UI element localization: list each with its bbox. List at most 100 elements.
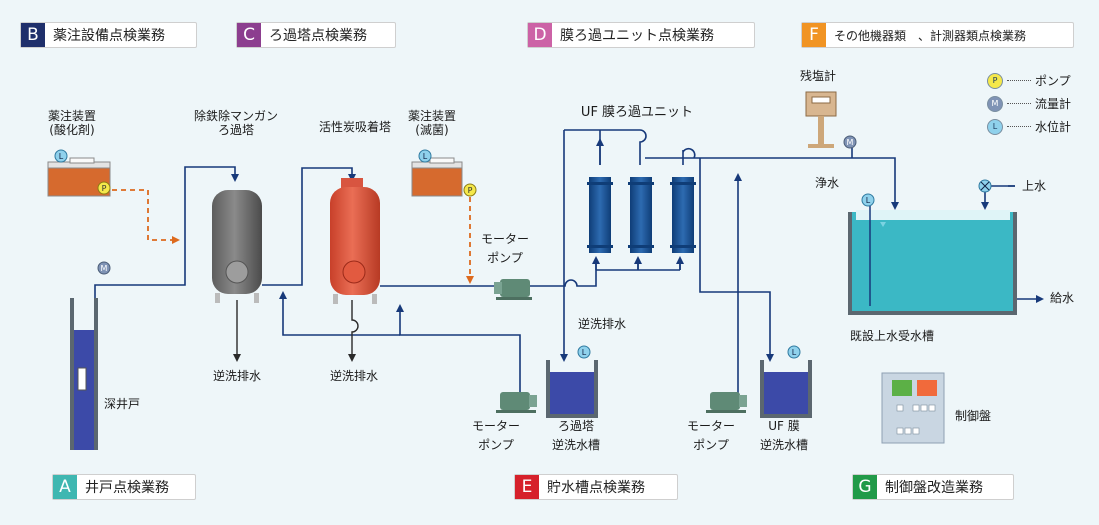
label-motor-pump-top: モーター ポンプ (480, 232, 530, 266)
uf-backwash-tank (760, 360, 812, 418)
tag-b-letter: B (21, 23, 45, 47)
legend-pump-text: ポンプ (1035, 74, 1071, 88)
tag-e-tank-inspection: E 貯水槽点検業務 (514, 474, 678, 500)
tag-b-text: 薬注設備点検業務 (53, 28, 165, 44)
label-iron-mn-filter: 除鉄除マンガン ろ過塔 (193, 109, 279, 137)
tag-e-letter: E (515, 475, 539, 499)
svg-text:L: L (59, 152, 64, 161)
existing-receiving-tank (848, 206, 1017, 315)
legend-pump-icon: P (987, 72, 1003, 89)
svg-text:M: M (847, 138, 854, 147)
svg-text:M: M (101, 264, 108, 273)
legend-levelmeter-text: 水位計 (1035, 120, 1072, 134)
valve-tap-icon (978, 179, 992, 193)
pipe-uf-to-backwash (699, 158, 774, 362)
legend-levelmeter: L 水位計 (987, 118, 1071, 135)
level-sterilizer-icon: L (418, 149, 432, 163)
deep-well (70, 298, 98, 450)
chem-lines (112, 189, 474, 284)
pipe-pump-to-uf (530, 262, 597, 287)
pump-sterilizer-icon: P (463, 183, 477, 197)
svg-text:L: L (582, 348, 587, 357)
tag-f-text: その他機器類 、計測器類点検業務 (834, 28, 1027, 43)
legend-flowmeter: M 流量計 (987, 95, 1071, 112)
legend-pump: P ポンプ (987, 72, 1071, 89)
label-water-supply: 給水 (1050, 291, 1075, 305)
pipe-filter1-to-carbon (262, 167, 356, 286)
tag-f-letter: F (802, 23, 826, 47)
label-clean-water: 浄水 (815, 176, 840, 190)
svg-text:L: L (792, 348, 797, 357)
chem-line-oxidizer (112, 189, 180, 244)
level-tank-icon: L (861, 193, 875, 207)
label-backwash-drain-2: 逆洗排水 (329, 369, 379, 383)
svg-text:P: P (468, 186, 473, 195)
label-backwash-drain-3: 逆洗排水 (577, 317, 627, 331)
chem-unit-sterilizer (411, 157, 463, 197)
control-panel-device (881, 372, 945, 444)
filter-backwash-tank (546, 360, 598, 418)
iron-mn-filter-tower (212, 190, 262, 303)
residual-chlorine-meter (805, 91, 837, 148)
label-uf-unit: UF 膜ろ過ユニット (580, 105, 694, 120)
label-uf-backwash-tank: UF 膜 逆洗水槽 (759, 419, 809, 453)
svg-text:P: P (102, 184, 107, 193)
pump-oxidizer-icon: P (97, 181, 111, 195)
main-pipes (94, 129, 1044, 398)
legend-leader (1007, 80, 1031, 81)
svg-text:L: L (866, 196, 871, 205)
tag-c-text: ろ過塔点検業務 (269, 28, 367, 44)
legend-levelmeter-icon: L (987, 118, 1003, 135)
tag-a-text: 井戸点検業務 (85, 480, 169, 496)
level-filter-bw-icon: L (577, 345, 591, 359)
label-tap-water: 上水 (1022, 179, 1047, 193)
tag-g-letter: G (853, 475, 877, 499)
drain-carbon (348, 300, 359, 362)
flowmeter-chlorine-icon: M (843, 135, 857, 149)
tag-g-panel-modification: G 制御盤改造業務 (852, 474, 1014, 500)
legend-flowmeter-text: 流量計 (1035, 97, 1072, 111)
drain-pipes (233, 300, 359, 362)
label-residual-chlorine: 残塩計 (799, 69, 837, 83)
activated-carbon-tower (330, 178, 380, 304)
tag-e-text: 貯水槽点検業務 (547, 480, 645, 496)
tag-a-letter: A (53, 475, 77, 499)
label-chem-sterilizer: 薬注装置 (滅菌) (407, 109, 457, 137)
motor-pump-bottom-1 (496, 392, 537, 413)
tag-d-text: 膜ろ過ユニット点検業務 (560, 28, 714, 44)
level-oxidizer-icon: L (54, 149, 68, 163)
svg-text:L: L (423, 152, 428, 161)
instrument-symbols: M M P P L L L L L (54, 135, 992, 359)
label-motor-pump-bottom-2: モーター ポンプ (686, 419, 736, 453)
tag-g-text: 制御盤改造業務 (885, 480, 983, 496)
flowmeter-well-icon: M (97, 261, 111, 275)
label-backwash-drain-1: 逆洗排水 (212, 369, 262, 383)
label-existing-tank: 既設上水受水槽 (849, 329, 935, 343)
pipe-clean-to-tank (645, 157, 899, 210)
label-control-panel: 制御盤 (955, 409, 992, 423)
level-uf-bw-icon: L (787, 345, 801, 359)
pipe-bw-return-1 (396, 304, 521, 398)
label-chem-oxidizer: 薬注装置 (酸化剤) (47, 109, 97, 137)
label-filter-backwash-tank: ろ過塔 逆洗水槽 (551, 419, 601, 453)
label-activated-carbon: 活性炭吸着塔 (318, 120, 392, 134)
legend-leader (1007, 126, 1031, 127)
pipe-bw-return-1b (279, 291, 400, 336)
pipe-uf-top (564, 129, 684, 165)
legend-flowmeter-icon: M (987, 95, 1003, 112)
label-motor-pump-bottom-1: モーター ポンプ (471, 419, 521, 453)
tag-c-letter: C (237, 23, 261, 47)
motor-pump-bottom-2 (706, 392, 747, 413)
tag-c-filter-inspection: C ろ過塔点検業務 (236, 22, 396, 48)
legend-leader (1007, 103, 1031, 104)
tag-b-chem-inspection: B 薬注設備点検業務 (20, 22, 197, 48)
motor-pump-main (494, 279, 532, 300)
tag-f-other-inspection: F その他機器類 、計測器類点検業務 (801, 22, 1074, 48)
label-deep-well: 深井戸 (104, 397, 141, 411)
tag-a-well-inspection: A 井戸点検業務 (52, 474, 196, 500)
tag-d-uf-inspection: D 膜ろ過ユニット点検業務 (527, 22, 755, 48)
uf-modules (587, 177, 696, 253)
tag-d-letter: D (528, 23, 552, 47)
